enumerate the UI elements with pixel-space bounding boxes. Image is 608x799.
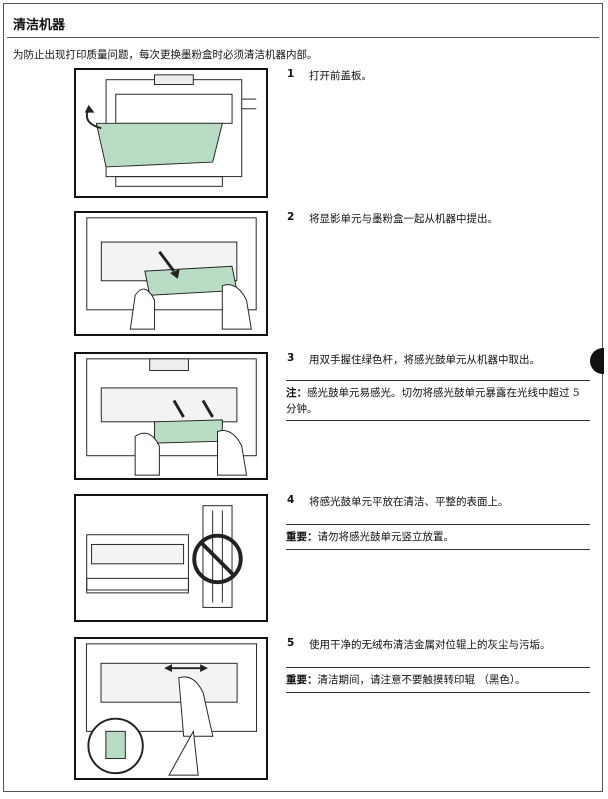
important-text: 清洁期间，请注意不要触摸转印辊 （黑色）。 <box>317 674 526 686</box>
step-number: 5 <box>287 637 295 649</box>
chapter-tab <box>590 348 604 374</box>
step-1: 1 打开前盖板。 <box>287 68 372 83</box>
figure-remove-developer <box>74 211 268 336</box>
important-top-rule <box>286 524 590 525</box>
important2-bottom-rule <box>286 692 590 693</box>
note-top-rule <box>286 380 590 381</box>
step-number: 3 <box>287 352 295 364</box>
step-number: 2 <box>287 211 295 223</box>
figure-open-front-cover <box>74 68 268 198</box>
step-text: 用双手握住绿色杆，将感光鼓单元从机器中取出。 <box>309 354 540 366</box>
important-no-touch-roller: 重要：清洁期间，请注意不要触摸转印辊 （黑色）。 <box>286 672 590 688</box>
step-text: 打开前盖板。 <box>309 70 372 82</box>
important-label: 重要： <box>286 531 318 543</box>
important-label: 重要： <box>286 674 318 686</box>
important-text: 请勿将感光鼓单元竖立放置。 <box>317 531 455 543</box>
important2-top-rule <box>286 667 590 668</box>
step-text: 将感光鼓单元平放在清洁、平整的表面上。 <box>309 496 509 508</box>
prohibited-icon <box>192 533 243 585</box>
important-bottom-rule <box>286 549 590 550</box>
section-title: 清洁机器 <box>13 18 66 33</box>
step-number: 4 <box>287 494 295 506</box>
step-text: 将显影单元与墨粉盒一起从机器中提出。 <box>309 213 498 225</box>
printer-cover-illustration <box>84 74 257 187</box>
note-light-sensitive: 注：感光鼓单元易感光。切勿将感光鼓单元暴露在光线中超过 5 分钟。 <box>286 385 590 417</box>
title-divider <box>7 37 599 38</box>
important-no-upright: 重要：请勿将感光鼓单元竖立放置。 <box>286 529 590 545</box>
developer-removal-illustration <box>86 217 257 330</box>
figure-clean-roller <box>74 637 268 780</box>
step-5: 5 使用干净的无绒布清洁金属对位辊上的灰尘与污垢。 <box>287 637 551 652</box>
roller-cleaning-illustration <box>85 643 258 776</box>
manual-page: 清洁机器 为防止出现打印质量问题，每次更换墨粉盒时必须清洁机器内部。 <box>3 3 604 792</box>
intro-text: 为防止出现打印质量问题，每次更换墨粉盒时必须清洁机器内部。 <box>13 49 318 61</box>
drum-removal-illustration <box>86 358 257 476</box>
note-label: 注： <box>286 387 307 399</box>
step-4: 4 将感光鼓单元平放在清洁、平整的表面上。 <box>287 494 509 509</box>
note-text: 感光鼓单元易感光。切勿将感光鼓单元暴露在光线中超过 5 分钟。 <box>286 387 580 415</box>
note-bottom-rule <box>286 420 590 421</box>
step-2: 2 将显影单元与墨粉盒一起从机器中提出。 <box>287 211 498 226</box>
drum-placement-illustration <box>86 505 243 608</box>
step-3: 3 用双手握住绿色杆，将感光鼓单元从机器中取出。 <box>287 352 540 367</box>
figure-remove-drum <box>74 352 268 480</box>
step-text: 使用干净的无绒布清洁金属对位辊上的灰尘与污垢。 <box>309 639 551 651</box>
figure-drum-flat <box>74 494 268 622</box>
step-number: 1 <box>287 68 295 80</box>
